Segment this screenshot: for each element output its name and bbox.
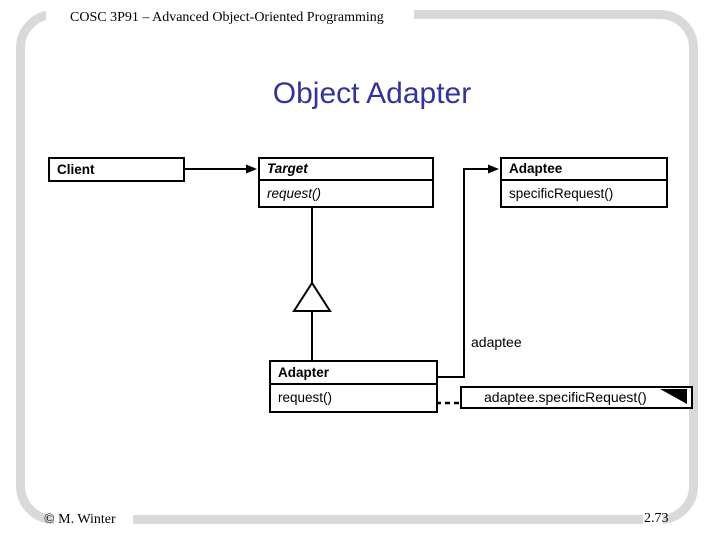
client-class-box: Client xyxy=(48,157,185,182)
frame-gap-top xyxy=(46,6,414,32)
slide-title: Object Adapter xyxy=(272,77,472,110)
page-number: 2.73 xyxy=(644,511,669,526)
adaptee-class-name: Adaptee xyxy=(509,161,563,176)
adapter-class-name: Adapter xyxy=(278,365,330,380)
client-class-name: Client xyxy=(57,162,95,177)
adaptee-class-box: Adaptee specificRequest() xyxy=(500,157,668,208)
frame-gap-bottom-left xyxy=(54,509,133,531)
note-text: adaptee.specificRequest() xyxy=(484,389,647,405)
note-box: adaptee.specificRequest() xyxy=(460,386,693,409)
adapter-class-box: Adapter request() xyxy=(269,360,438,413)
course-header: COSC 3P91 – Advanced Object-Oriented Pro… xyxy=(70,10,384,25)
adaptee-method: specificRequest() xyxy=(502,179,666,206)
frame-gap-bottom-right xyxy=(643,509,663,531)
target-class-box: Target request() xyxy=(258,157,434,208)
copyright-text: © M. Winter xyxy=(44,512,116,527)
adapter-method: request() xyxy=(271,383,436,411)
target-method: request() xyxy=(260,179,432,206)
target-class-name: Target xyxy=(267,161,308,176)
adaptee-association-label: adaptee xyxy=(471,334,522,350)
